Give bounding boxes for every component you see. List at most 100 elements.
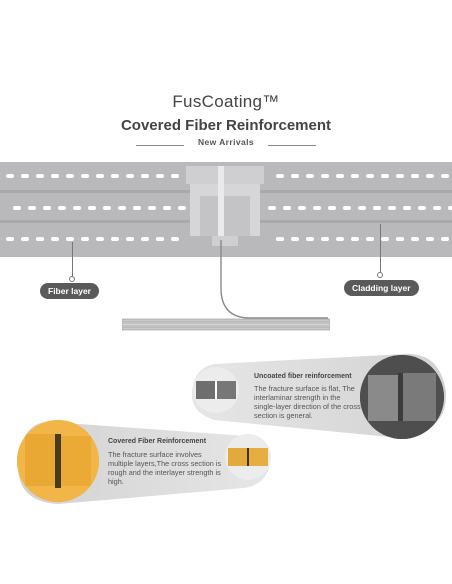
- strip-slot: [411, 174, 419, 178]
- strip-slot: [6, 174, 14, 178]
- strip-slot: [118, 206, 126, 210]
- strip-slot: [343, 206, 351, 210]
- covered-description: The fracture surface involves multiple l…: [108, 450, 222, 486]
- connector-top: [186, 166, 264, 184]
- strip-slot: [111, 174, 119, 178]
- strip-slot: [43, 206, 51, 210]
- strip-slot: [66, 174, 74, 178]
- cladding-layer-leader-dot: [377, 272, 383, 278]
- strip-slot: [126, 237, 134, 241]
- strip-slot: [96, 174, 104, 178]
- strip-slot: [441, 237, 449, 241]
- strip-slot: [448, 206, 452, 210]
- strip-slot: [388, 206, 396, 210]
- strip-slot: [268, 206, 276, 210]
- uncoated-mini-graphic: [196, 381, 236, 399]
- strip-slot: [36, 237, 44, 241]
- strip-slot: [156, 237, 164, 241]
- strip-slot: [291, 174, 299, 178]
- uncoated-title: Uncoated fiber reinforcement: [254, 373, 352, 380]
- strip-slot: [291, 237, 299, 241]
- strip-slot: [141, 174, 149, 178]
- strip-slot: [96, 237, 104, 241]
- strip-slot: [396, 174, 404, 178]
- strip-slot: [126, 174, 134, 178]
- strip-slot: [358, 206, 366, 210]
- cladding-layer-leader: [380, 224, 381, 274]
- strip-slot: [58, 206, 66, 210]
- strip-slot: [51, 174, 59, 178]
- strip-slot: [156, 174, 164, 178]
- tagline: New Arrivals: [198, 137, 254, 147]
- strip-slot: [163, 206, 171, 210]
- strip-slot: [276, 237, 284, 241]
- strip-slot: [148, 206, 156, 210]
- strip-slot: [276, 174, 284, 178]
- uncoated-mini-circle: [193, 367, 239, 413]
- strip-slot: [381, 237, 389, 241]
- strip-slot: [366, 174, 374, 178]
- covered-mini-graphic: [228, 448, 268, 466]
- strip-slot: [321, 174, 329, 178]
- covered-fracture-graphic: [17, 420, 99, 502]
- strip-slot: [88, 206, 96, 210]
- strip-slot: [81, 174, 89, 178]
- cladding-layer-label: Cladding layer: [344, 280, 419, 296]
- strip-slot: [171, 237, 179, 241]
- covered-fracture-photo: [17, 420, 99, 502]
- strip-slot: [111, 237, 119, 241]
- covered-mini-circle: [225, 434, 271, 480]
- headline: Covered Fiber Reinforcement: [120, 117, 332, 134]
- strip-slot: [283, 206, 291, 210]
- strip-slot: [66, 237, 74, 241]
- strip-slot: [36, 174, 44, 178]
- fiber-layer-label: Fiber layer: [40, 283, 99, 299]
- strip-slot: [351, 174, 359, 178]
- strip-slot: [178, 206, 186, 210]
- strip-slot: [433, 206, 441, 210]
- strip-slot: [298, 206, 306, 210]
- strip-slot: [396, 237, 404, 241]
- strip-slot: [133, 206, 141, 210]
- tagline-left-rule: [136, 145, 184, 146]
- strip-slot: [403, 206, 411, 210]
- strip-slot: [411, 237, 419, 241]
- strip-slot: [313, 206, 321, 210]
- tagline-right-rule: [268, 145, 316, 146]
- fiber-strip-graphic: [0, 166, 452, 246]
- fiber-layer-leader-dot: [69, 276, 75, 282]
- fiber-strip: [0, 162, 452, 257]
- strip-slot: [306, 237, 314, 241]
- connector-core: [200, 196, 250, 236]
- fiber-strand: [220, 240, 328, 319]
- strip-slot: [171, 174, 179, 178]
- strip-slot: [418, 206, 426, 210]
- strip-slot: [426, 237, 434, 241]
- strip-slot: [328, 206, 336, 210]
- brand-title: FusCoating™: [172, 92, 280, 111]
- connector-channel: [218, 166, 224, 246]
- connector-foot: [212, 236, 238, 246]
- strip-slot: [141, 237, 149, 241]
- strip-slot: [6, 237, 14, 241]
- strip-slot: [21, 174, 29, 178]
- strip-slot: [336, 174, 344, 178]
- strip-slot: [441, 174, 449, 178]
- strip-slot: [81, 237, 89, 241]
- strip-slot: [13, 206, 21, 210]
- strip-slot: [321, 237, 329, 241]
- uncoated-description: The fracture surface is flat, The interl…: [254, 384, 361, 420]
- strip-slot: [28, 206, 36, 210]
- fiber-tail: [122, 318, 330, 331]
- strip-slot: [381, 174, 389, 178]
- strip-slot: [21, 237, 29, 241]
- strip-slot: [426, 174, 434, 178]
- strip-slot: [336, 237, 344, 241]
- strip-slot: [103, 206, 111, 210]
- strip-slots: [6, 174, 452, 241]
- strip-slot: [306, 174, 314, 178]
- strip-slot: [366, 237, 374, 241]
- covered-title: Covered Fiber Reinforcement: [108, 438, 207, 445]
- strip-slot: [351, 237, 359, 241]
- strip-slot: [373, 206, 381, 210]
